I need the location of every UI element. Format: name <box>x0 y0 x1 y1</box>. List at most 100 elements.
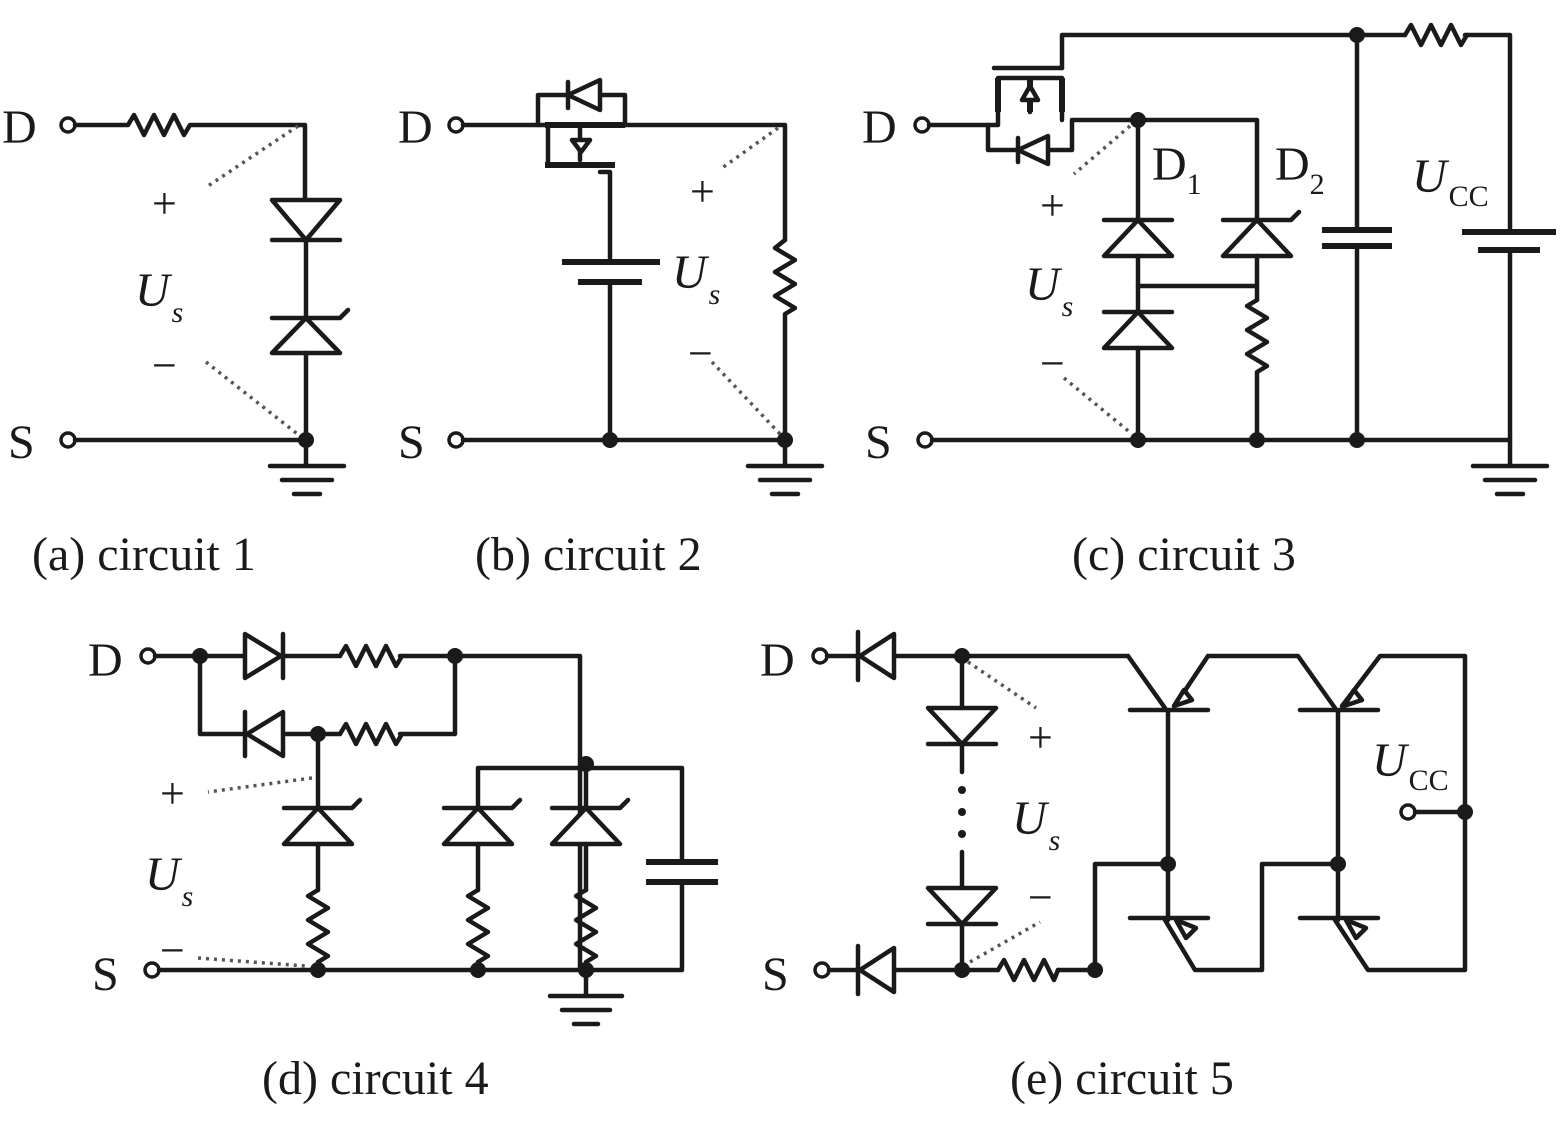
ellipsis-dot <box>958 786 966 794</box>
dashed-marker-minus <box>197 956 307 968</box>
drain-wire <box>926 117 1141 153</box>
source-resistor <box>995 957 1061 983</box>
diode-chain-upper-bar <box>925 741 999 775</box>
junction-dot <box>470 962 486 978</box>
minus-sign: − <box>688 329 713 378</box>
ground-symbol <box>267 437 347 497</box>
reverse-branch-wire <box>197 653 458 737</box>
junction-dot <box>1087 962 1103 978</box>
diode-forward <box>242 631 284 681</box>
zener-diode-bar <box>549 765 631 893</box>
zener-bank-wire <box>475 765 685 971</box>
darlington-base-wire <box>1092 861 1171 973</box>
drain-wire <box>460 122 788 243</box>
tvs-diode <box>269 197 343 243</box>
diode-d1-upper-bar <box>1101 217 1175 313</box>
ellipsis-dot <box>958 830 966 838</box>
voltage-us-label: Us <box>135 264 183 329</box>
circuit-2: D S + Us − (b) circuit 2 <box>398 77 825 581</box>
junction-dot <box>310 962 326 978</box>
body-diode-arrow <box>565 77 603 113</box>
junction-dot <box>954 962 970 978</box>
circuit-4: D S + Us − (d) <box>88 631 718 1105</box>
resistor-lower <box>337 721 405 747</box>
minus-sign: − <box>160 926 185 975</box>
circuit-1: D S + Us − (a) circuit 1 <box>2 101 351 581</box>
ucc-label: UCC <box>1372 734 1449 797</box>
dashed-marker-plus <box>1072 124 1132 176</box>
caption-d: (d) circuit 4 <box>262 1052 489 1105</box>
dashed-marker-minus <box>710 360 782 436</box>
junction-dot <box>1457 804 1473 820</box>
junction-dot <box>602 432 618 448</box>
plus-sign: + <box>690 167 715 216</box>
voltage-us-label: Us <box>145 848 193 913</box>
zener-diode-bar <box>441 797 523 893</box>
circuit-5: D S + Us <box>760 629 1473 1105</box>
caption-a: (a) circuit 1 <box>32 528 256 581</box>
zener-diode <box>281 805 355 847</box>
vertical-resistor <box>465 887 491 971</box>
drain-label: D <box>2 101 37 154</box>
caption-b: (b) circuit 2 <box>475 528 702 581</box>
diode-chain-lower <box>925 885 999 927</box>
dashed-marker-plus <box>967 660 1037 710</box>
diode-reverse <box>244 709 286 759</box>
circuit-3: D S + Us − D1 D2 <box>862 22 1556 581</box>
plus-sign: + <box>1028 713 1053 762</box>
ucc-battery-symbol <box>1462 229 1556 253</box>
vertical-resistor <box>573 887 599 971</box>
diode-d1-label: D1 <box>1152 138 1202 201</box>
voltage-us-label: Us <box>672 246 720 311</box>
dashed-marker-minus <box>969 920 1041 964</box>
minus-sign: − <box>152 341 177 390</box>
zener-diode-d2 <box>1220 217 1294 259</box>
input-diode-drain <box>857 631 897 681</box>
source-label: S <box>398 416 425 469</box>
body-diode-arrow <box>1015 133 1051 167</box>
diode-d1-lower-bar <box>1101 309 1175 443</box>
drain-label: D <box>398 101 433 154</box>
junction-dot <box>1330 856 1346 872</box>
zener-diode-d2-bar <box>1135 209 1302 303</box>
junction-dot <box>1249 432 1265 448</box>
darlington-right-wiring <box>1205 653 1468 973</box>
ellipsis-dot <box>958 808 966 816</box>
zener-diode-bar <box>281 797 363 893</box>
vertical-resistor <box>772 237 798 443</box>
drain-label: D <box>760 634 795 687</box>
zener-diode <box>441 805 515 847</box>
ucc-label: UCC <box>1412 150 1489 213</box>
tvs-diode-bar <box>269 237 343 319</box>
battery-symbol <box>562 259 660 285</box>
zener-diode <box>549 805 623 847</box>
supply-wire-top <box>1059 32 1513 231</box>
drain-label: D <box>88 634 123 687</box>
diode-chain-upper <box>925 705 999 747</box>
diode-branch-wire <box>1135 117 1260 221</box>
source-label: S <box>8 416 35 469</box>
source-label: S <box>865 416 892 469</box>
dashed-marker-minus <box>204 360 302 438</box>
dashed-marker-minus <box>1062 376 1134 436</box>
plus-sign: + <box>1040 181 1065 230</box>
zener-diode-bar <box>269 307 351 443</box>
junction-dot <box>1130 432 1146 448</box>
dashed-marker-plus <box>207 776 313 794</box>
vertical-resistor <box>1244 297 1270 443</box>
dashed-marker-plus <box>207 124 299 188</box>
transistor-arrow <box>1173 917 1199 941</box>
transistor-arrow <box>1171 687 1195 709</box>
drain-label: D <box>862 101 897 154</box>
dashed-marker-plus <box>720 126 780 170</box>
drain-wire <box>152 653 583 971</box>
minus-sign: − <box>1040 339 1065 388</box>
caption-c: (c) circuit 3 <box>1072 528 1296 581</box>
vertical-resistor <box>305 887 331 971</box>
supply-resistor <box>1402 22 1470 48</box>
diode-d2-label: D2 <box>1275 138 1325 201</box>
source-label: S <box>92 948 119 1001</box>
darlington-left-wiring <box>1125 653 1343 973</box>
